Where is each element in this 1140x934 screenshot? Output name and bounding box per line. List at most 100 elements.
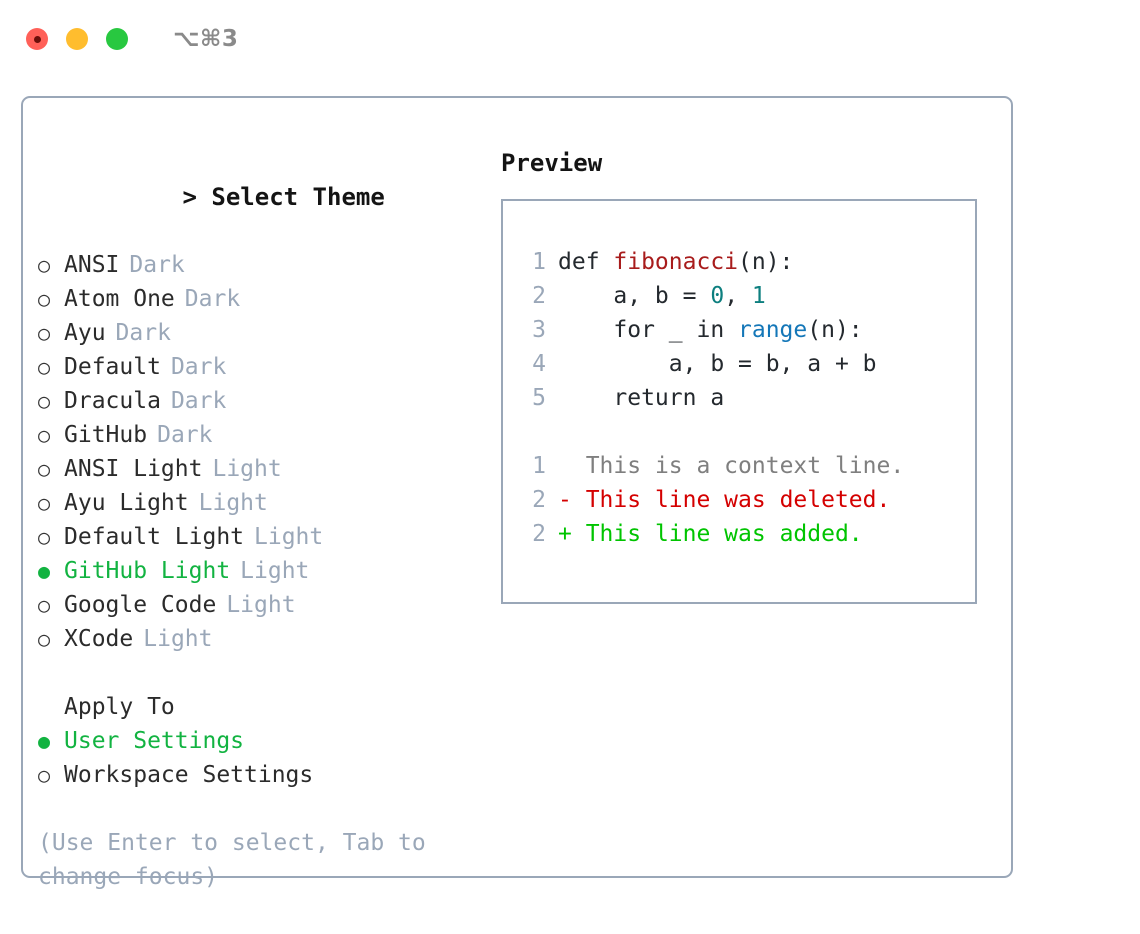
theme-option-github-light[interactable]: ● GitHub Light Light xyxy=(38,554,478,588)
code-line: 3 for _ in range(n): xyxy=(503,313,975,347)
code-token-plain: return a xyxy=(558,385,725,411)
radio-selected-icon: ● xyxy=(38,729,51,753)
radio-unselected-icon: ○ xyxy=(38,321,51,345)
apply-to-option-workspace-settings[interactable]: ○Workspace Settings xyxy=(38,758,478,792)
code-token-plain: def xyxy=(558,249,614,275)
code-line-number: 5 xyxy=(532,385,546,411)
code-token-fn: fibonacci xyxy=(613,249,739,275)
theme-option-dracula[interactable]: ○ Dracula Dark xyxy=(38,384,478,418)
code-line-number: 3 xyxy=(532,317,546,343)
code-token-num: 0 xyxy=(710,283,725,309)
theme-option-label: Dracula xyxy=(64,388,161,414)
theme-option-label: ANSI Light xyxy=(64,456,203,482)
theme-option-label: XCode xyxy=(64,626,134,652)
diff-line-number: 1 xyxy=(532,453,546,479)
diff-line-content: This is a context line. xyxy=(585,453,905,479)
radio-unselected-icon: ○ xyxy=(38,287,51,311)
code-spacer xyxy=(503,415,975,449)
radio-unselected-icon: ○ xyxy=(38,423,51,447)
code-token-plain: a, b = b, a + b xyxy=(558,351,877,377)
radio-unselected-icon: ○ xyxy=(38,457,51,481)
theme-option-tag: Dark xyxy=(170,354,227,380)
code-token-call: range xyxy=(738,317,808,343)
code-line-content: def fibonacci(n): xyxy=(558,245,793,279)
code-line-content: return a xyxy=(558,381,724,415)
theme-option-default[interactable]: ○ Default Dark xyxy=(38,350,478,384)
theme-option-tag: Light xyxy=(226,592,296,618)
theme-option-tag: Light xyxy=(198,490,268,516)
theme-option-label: GitHub xyxy=(64,422,148,448)
theme-option-tag: Light xyxy=(240,558,310,584)
diff-line-add: 2+ This line was added. xyxy=(503,517,975,551)
window-controls xyxy=(26,28,128,50)
theme-option-tag: Light xyxy=(143,626,213,652)
theme-option-label: Ayu xyxy=(64,320,106,346)
theme-option-label: Default Light xyxy=(64,524,245,550)
theme-option-label: Ayu Light xyxy=(64,490,189,516)
select-theme-header: > Select Theme xyxy=(38,146,478,248)
code-line-number: 4 xyxy=(532,351,546,377)
apply-to-option-user-settings[interactable]: ● User Settings xyxy=(38,724,478,758)
theme-option-github[interactable]: ○ GitHub Dark xyxy=(38,418,478,452)
code-token-num: 1 xyxy=(751,283,766,309)
theme-option-google-code[interactable]: ○ Google Code Light xyxy=(38,588,478,622)
code-token-plain: (n): xyxy=(807,317,863,343)
code-line-number: 2 xyxy=(532,283,546,309)
diff-sample-block: 1 This is a context line.2- This line wa… xyxy=(503,449,975,551)
code-token-plain: a, b = xyxy=(558,283,711,309)
code-line: 1 def fibonacci(n): xyxy=(503,245,975,279)
apply-to-option-list: ● User Settings ○Workspace Settings xyxy=(38,724,478,792)
code-line-content: a, b = 0, 1 xyxy=(558,279,766,313)
code-line: 2 a, b = 0, 1 xyxy=(503,279,975,313)
code-line-number: 1 xyxy=(532,249,546,275)
radio-unselected-icon: ○ xyxy=(38,389,51,413)
diff-line-ctx: 1 This is a context line. xyxy=(503,449,975,483)
apply-to-option-label: User Settings xyxy=(64,728,245,754)
theme-option-tag: Light xyxy=(254,524,324,550)
title-bar: ⌥⌘3 xyxy=(0,0,1140,78)
theme-option-label: GitHub Light xyxy=(64,558,231,584)
radio-selected-icon: ● xyxy=(38,559,51,583)
select-theme-title: Select Theme xyxy=(211,183,385,211)
radio-unselected-icon: ○ xyxy=(38,355,51,379)
minimize-button-icon[interactable] xyxy=(66,28,88,50)
diff-line-number: 2 xyxy=(532,487,546,513)
theme-option-label: Google Code xyxy=(64,592,217,618)
theme-option-label: Default xyxy=(64,354,161,380)
code-line: 5 return a xyxy=(503,381,975,415)
theme-option-tag: Dark xyxy=(184,286,241,312)
code-line-content: a, b = b, a + b xyxy=(558,347,877,381)
close-button-icon[interactable] xyxy=(26,28,48,50)
maximize-button-icon[interactable] xyxy=(106,28,128,50)
diff-line-content: This line was added. xyxy=(585,521,863,547)
radio-unselected-icon: ○ xyxy=(38,593,51,617)
theme-option-tag: Dark xyxy=(129,252,185,278)
diff-marker-icon: - xyxy=(558,487,586,513)
code-line-content: for _ in range(n): xyxy=(558,313,863,347)
radio-unselected-icon: ○ xyxy=(38,491,51,515)
radio-unselected-icon: ○ xyxy=(38,763,51,787)
diff-line-del: 2- This line was deleted. xyxy=(503,483,975,517)
theme-option-tag: Dark xyxy=(170,388,227,414)
diff-marker-icon xyxy=(558,449,586,483)
focus-caret-icon: > xyxy=(182,183,212,211)
apply-to-title: Apply To xyxy=(64,694,175,720)
preview-title: Preview xyxy=(501,149,603,177)
theme-option-ayu-light[interactable]: ○ Ayu Light Light xyxy=(38,486,478,520)
keyboard-shortcut-label: ⌥⌘3 xyxy=(173,26,239,52)
code-token-plain: , xyxy=(724,283,752,309)
theme-option-tag: Dark xyxy=(157,422,213,448)
